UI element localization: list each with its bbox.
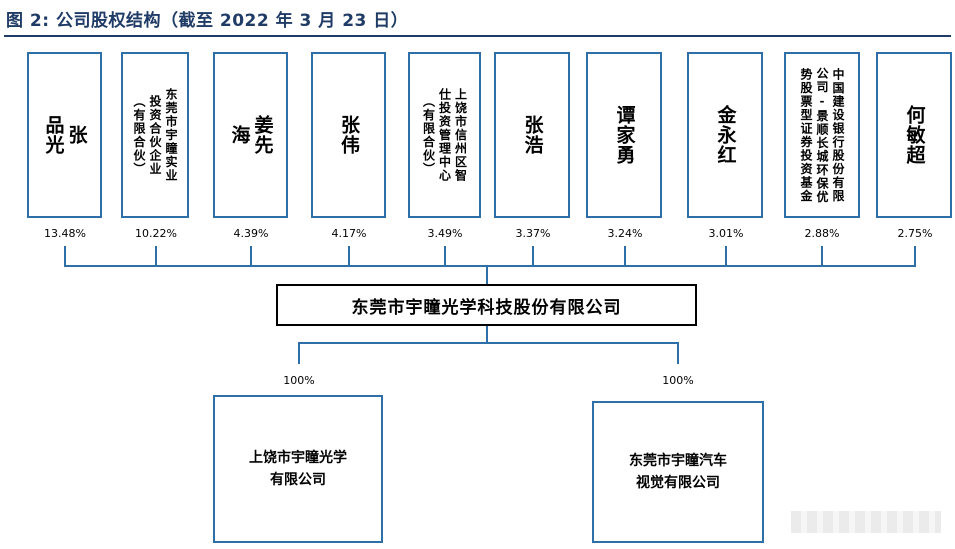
shareholder-4-pct: 4.17% bbox=[331, 227, 367, 240]
connector-tick-5 bbox=[444, 246, 446, 266]
connector-tick-3 bbox=[250, 246, 252, 266]
shareholder-7-col-1: 谭家勇 bbox=[613, 105, 636, 165]
connector-tick-6 bbox=[532, 246, 534, 266]
subsidiary-2-pct: 100% bbox=[662, 374, 694, 387]
shareholder-box-6: 张浩 bbox=[494, 52, 570, 218]
subsidiary-box-2: 东莞市宇瞳汽车 视觉有限公司 bbox=[592, 401, 764, 543]
shareholder-box-2: 东莞市宇瞳实业 投资合伙企业 （有限合伙） bbox=[121, 52, 189, 218]
shareholder-5-col-3: （有限合伙） bbox=[421, 94, 436, 176]
shareholder-box-1: 张 品光 bbox=[27, 52, 102, 218]
subsidiary-2-line-2: 视觉有限公司 bbox=[636, 475, 720, 491]
shareholder-3-col-1: 姜先 bbox=[251, 115, 274, 155]
shareholder-9-col-3: 势股票型证券投资基金 bbox=[799, 67, 813, 203]
subsidiary-2-line-1: 东莞市宇瞳汽车 bbox=[629, 453, 727, 469]
shareholder-3-col-2: 海 bbox=[228, 125, 251, 145]
shareholder-10-col-1: 何敏超 bbox=[903, 105, 926, 165]
shareholder-7-pct: 3.24% bbox=[607, 227, 643, 240]
shareholder-box-10: 何敏超 bbox=[876, 52, 952, 218]
connector-bus-top bbox=[64, 265, 916, 267]
shareholder-2-col-1: 东莞市宇瞳实业 bbox=[164, 87, 178, 183]
shareholder-8-pct: 3.01% bbox=[708, 227, 744, 240]
connector-to-company bbox=[486, 265, 488, 284]
shareholder-6-col-1: 张浩 bbox=[521, 115, 544, 155]
shareholder-box-7: 谭家勇 bbox=[586, 52, 662, 218]
shareholder-2-pct: 10.22% bbox=[135, 227, 177, 240]
shareholder-4-col-1: 张伟 bbox=[338, 115, 360, 155]
subsidiary-1-line-1: 上饶市宇瞳光学 bbox=[249, 450, 347, 466]
shareholder-10-pct: 2.75% bbox=[897, 227, 933, 240]
connector-sub-1 bbox=[298, 342, 300, 364]
connector-tick-2 bbox=[155, 246, 157, 266]
connector-tick-8 bbox=[725, 246, 727, 266]
shareholder-1-pct: 13.48% bbox=[44, 227, 86, 240]
shareholder-box-3: 姜先 海 bbox=[213, 52, 288, 218]
shareholder-box-8: 金永红 bbox=[687, 52, 763, 218]
connector-bus-bottom bbox=[298, 342, 679, 344]
shareholder-1-col-2: 品光 bbox=[42, 115, 65, 155]
shareholder-9-col-2: 公司-景顺长城环保优 bbox=[815, 66, 829, 204]
watermark bbox=[791, 511, 941, 533]
shareholder-8-col-1: 金永红 bbox=[714, 105, 737, 165]
connector-tick-1 bbox=[64, 246, 66, 266]
connector-tick-4 bbox=[348, 246, 350, 266]
shareholder-9-col-1: 中国建设银行股份有限 bbox=[831, 67, 845, 203]
subsidiary-box-1: 上饶市宇瞳光学 有限公司 bbox=[213, 395, 383, 543]
connector-from-company bbox=[486, 326, 488, 343]
shareholder-3-pct: 4.39% bbox=[233, 227, 269, 240]
shareholder-5-col-1: 上饶市信州区智 bbox=[453, 87, 468, 183]
subsidiary-1-pct: 100% bbox=[283, 374, 315, 387]
shareholder-box-4: 张伟 bbox=[311, 52, 386, 218]
connector-tick-7 bbox=[624, 246, 626, 266]
figure-title: 图 2: 公司股权结构（截至 2022 年 3 月 23 日） bbox=[6, 11, 409, 31]
subsidiary-1-line-2: 有限公司 bbox=[270, 472, 326, 488]
shareholder-9-pct: 2.88% bbox=[804, 227, 840, 240]
shareholder-1-col-1: 张 bbox=[65, 125, 88, 145]
connector-sub-2 bbox=[677, 342, 679, 364]
shareholder-box-9: 中国建设银行股份有限 公司-景顺长城环保优 势股票型证券投资基金 bbox=[784, 52, 860, 218]
connector-tick-9 bbox=[821, 246, 823, 266]
shareholder-2-col-2: 投资合伙企业 bbox=[148, 94, 162, 176]
shareholder-box-5: 上饶市信州区智 仕投资管理中心 （有限合伙） bbox=[408, 52, 481, 218]
shareholder-6-pct: 3.37% bbox=[515, 227, 551, 240]
shareholder-5-col-2: 仕投资管理中心 bbox=[437, 87, 452, 183]
shareholder-5-pct: 3.49% bbox=[427, 227, 463, 240]
title-rule bbox=[4, 35, 951, 37]
connector-tick-10 bbox=[914, 246, 916, 266]
main-company-box: 东莞市宇瞳光学科技股份有限公司 bbox=[276, 284, 697, 326]
shareholder-2-col-3: （有限合伙） bbox=[132, 94, 146, 176]
